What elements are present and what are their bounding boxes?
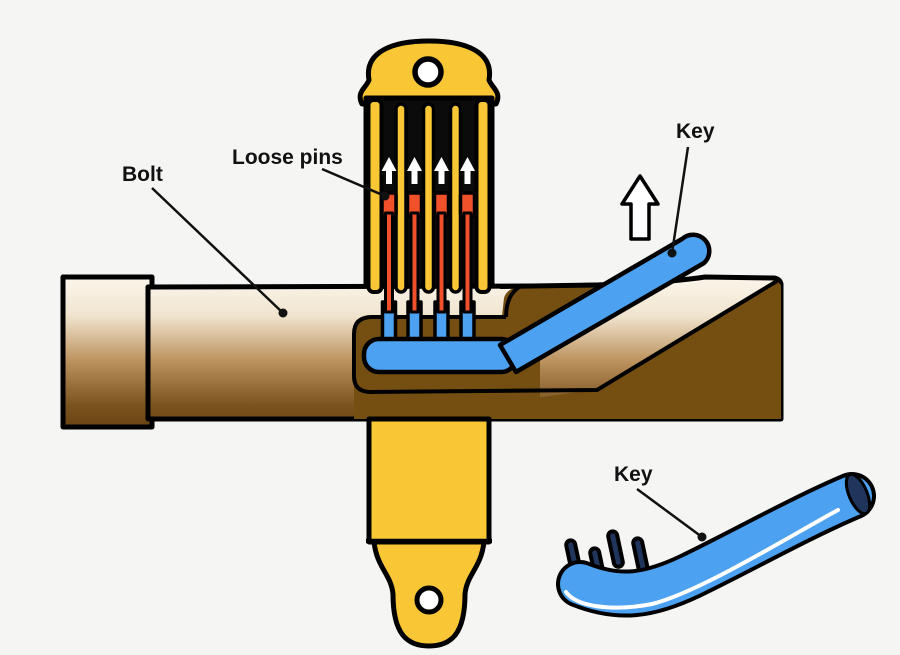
key-shank xyxy=(361,336,519,375)
key-body xyxy=(560,476,872,614)
labels: Bolt Loose pins Key Key xyxy=(122,120,715,486)
pin-arrow-icon xyxy=(434,157,449,184)
key-lower-leader-line xyxy=(636,487,703,539)
loose-pins-leader-dot xyxy=(380,191,390,201)
key-upper-leader-line xyxy=(670,146,690,254)
key-peg xyxy=(606,529,625,569)
lock-lower-post xyxy=(366,416,492,545)
pin-arrow-icon xyxy=(460,157,475,184)
cavity-right-section xyxy=(536,281,781,419)
key-outside xyxy=(556,472,876,618)
loose-pins-leader-line xyxy=(321,167,386,198)
bolt-leader-line xyxy=(151,187,284,314)
key-upper-leader-dot xyxy=(667,248,677,258)
loose-pin-shaft xyxy=(462,211,473,314)
loose-pin-shaft xyxy=(436,211,447,314)
bottom-shackle-hole xyxy=(414,585,444,615)
chamber-wall-left xyxy=(366,98,384,294)
lift-arrow-icon xyxy=(620,174,660,241)
label-bolt: Bolt xyxy=(122,163,163,186)
bolt-leader-dot xyxy=(278,308,288,318)
pin-arrow-icon xyxy=(381,157,397,184)
lock-body xyxy=(357,38,501,649)
pin-lift-arrows xyxy=(381,157,475,184)
label-loose-pins: Loose pins xyxy=(232,146,343,169)
loose-pin-shaft xyxy=(384,211,394,314)
loose-pins xyxy=(380,191,477,314)
key-ramp-handle xyxy=(497,232,712,375)
key-tip-cap xyxy=(844,472,872,516)
bolt-left-cap xyxy=(60,274,155,430)
key-lower-leader-dot xyxy=(697,532,707,542)
top-shackle-hole xyxy=(412,56,444,88)
pin-arrow-icon xyxy=(407,157,422,184)
key-highlight xyxy=(564,508,840,610)
label-key-upper: Key xyxy=(676,120,715,143)
chamber-divider xyxy=(421,102,436,294)
chamber-wall-right xyxy=(474,98,492,294)
loose-pin-shaft xyxy=(409,211,420,314)
leader-lines xyxy=(151,146,707,542)
label-key-lower: Key xyxy=(614,463,653,486)
